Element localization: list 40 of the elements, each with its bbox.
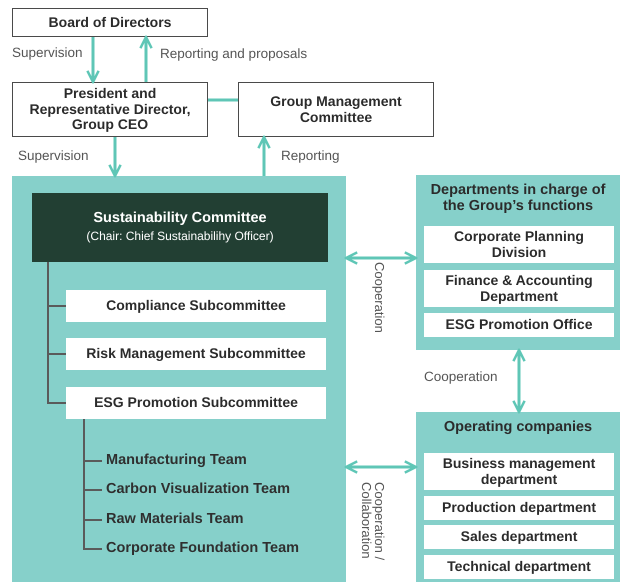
panel-heading: Departments in charge of the Group’s functions <box>430 183 606 215</box>
edge-label: Reporting and proposals <box>160 46 308 61</box>
unit-box: Production department <box>424 496 614 520</box>
unit-box: Technical department <box>424 555 614 579</box>
unit-box: Finance & Accounting Department <box>424 270 614 307</box>
group-panel <box>416 412 620 582</box>
unit-box: Corporate Planning Division <box>424 226 614 263</box>
arrow <box>139 36 153 82</box>
unit-box: Risk Management Subcommittee <box>66 338 326 370</box>
arrow <box>86 37 100 84</box>
arrow <box>108 137 122 178</box>
org-box: Board of Directors <box>12 8 208 37</box>
arrow <box>512 348 526 414</box>
arrow <box>257 136 271 176</box>
team-label: Carbon Visualization Team <box>106 480 326 500</box>
edge-label: Reporting <box>281 148 340 163</box>
unit-box: Business management department <box>424 453 614 490</box>
edge-label: Cooperation <box>373 262 386 335</box>
arrow <box>344 460 418 474</box>
team-label: Corporate Foundation Team <box>106 539 336 559</box>
arrow <box>344 251 418 265</box>
panel-heading: Operating companies <box>442 420 594 436</box>
edge-label: Supervision <box>18 148 89 163</box>
unit-box: ESG Promotion Subcommittee <box>66 387 326 419</box>
group-panel <box>416 175 620 350</box>
team-label: Raw Materials Team <box>106 510 326 530</box>
unit-box: Compliance Subcommittee <box>66 290 326 322</box>
committee-box <box>32 193 328 262</box>
org-box: Group Management Committee <box>238 82 434 137</box>
tree-line <box>47 262 66 404</box>
edge-label: Cooperation / Collaboration <box>360 482 386 562</box>
org-box: President and Representative Director, Group CEO <box>12 82 208 137</box>
edge-label: Supervision <box>12 45 83 60</box>
unit-box: ESG Promotion Office <box>424 313 614 337</box>
committee-panel <box>12 176 346 582</box>
panel-heading: Sustainability Committee <box>92 211 268 228</box>
unit-box: Sales department <box>424 525 614 549</box>
edge-label: Cooperation <box>424 369 498 384</box>
chair-note: (Chair: Chief Sustainabilihy Officer) <box>85 230 275 244</box>
team-label: Manufacturing Team <box>106 451 326 471</box>
